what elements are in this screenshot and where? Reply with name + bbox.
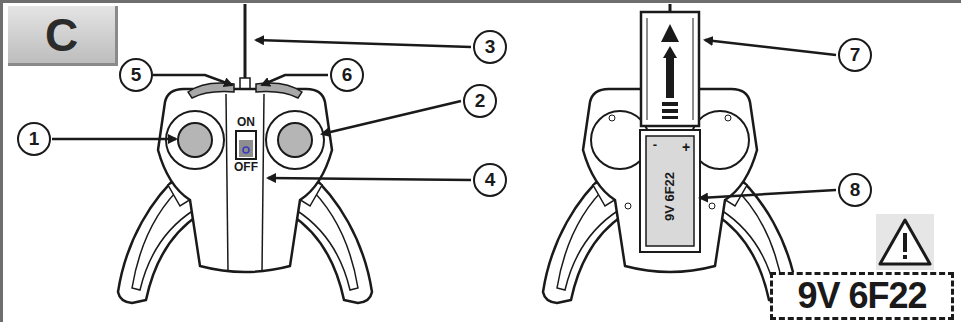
- callout-number: 1: [17, 122, 51, 156]
- polarity-mark: -: [653, 137, 657, 152]
- battery-type-box: 9V 6F22: [770, 272, 954, 320]
- callout-number: 8: [838, 173, 872, 207]
- callout-text: 1: [29, 128, 40, 150]
- callout-text: 3: [485, 36, 496, 58]
- box-text: 9V 6F22: [797, 275, 926, 317]
- callout-number: 5: [119, 58, 153, 92]
- callout-number: 2: [463, 84, 497, 118]
- box-text: C: [45, 8, 78, 62]
- callout-number: 3: [473, 30, 507, 64]
- switch-label: ON: [237, 115, 255, 129]
- callout-number: 6: [330, 58, 364, 92]
- callout-text: 2: [475, 90, 486, 112]
- callout-text: 8: [850, 179, 861, 201]
- switch-label: OFF: [234, 160, 258, 174]
- callout-text: 5: [131, 64, 142, 86]
- callout-number: 7: [838, 38, 872, 72]
- callout-number: 4: [473, 163, 507, 197]
- callout-text: 4: [485, 169, 496, 191]
- callout-text: 6: [342, 64, 353, 86]
- battery-label: 9V 6F22: [663, 171, 678, 220]
- section-letter: C: [8, 6, 118, 66]
- polarity-mark: +: [682, 139, 690, 155]
- callout-text: 7: [850, 44, 861, 66]
